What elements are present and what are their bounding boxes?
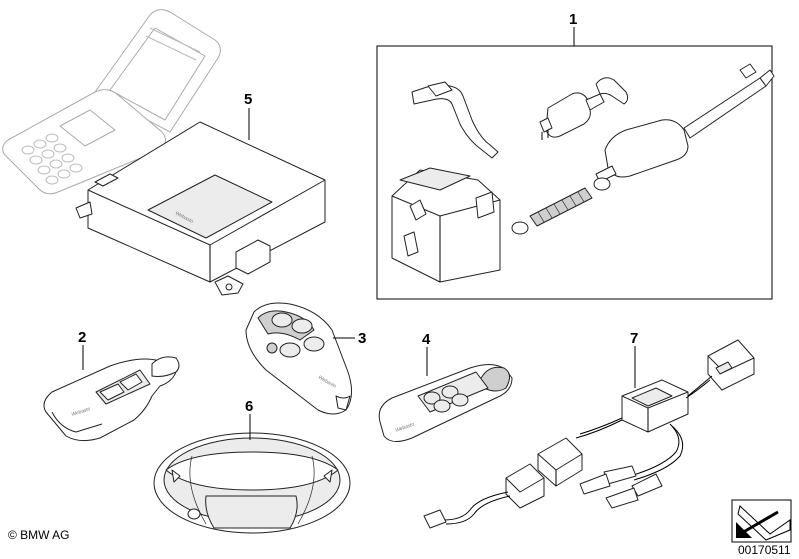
cable-harness-illustration xyxy=(423,339,755,529)
copyright-text: © BMW AG xyxy=(8,528,70,542)
remote-transmitter-3-illustration: Webasto xyxy=(245,302,352,415)
orientation-arrow-icon xyxy=(731,499,792,543)
brand-mark: Webasto xyxy=(71,406,92,418)
callout-7: 7 xyxy=(630,330,638,347)
callout-1: 1 xyxy=(569,11,577,28)
remote-transmitter-2-illustration: Webasto xyxy=(43,356,180,442)
callout-2: 2 xyxy=(78,329,86,346)
remote-transmitter-4-illustration: Webasto xyxy=(378,364,513,442)
callout-5: 5 xyxy=(244,91,252,108)
leader-lines xyxy=(82,27,636,440)
heater-kit-illustration xyxy=(391,63,775,283)
diagram-number: 00170511 xyxy=(738,543,791,557)
callout-4: 4 xyxy=(422,331,431,348)
mobile-phone-illustration xyxy=(2,9,221,195)
callout-6: 6 xyxy=(245,398,253,415)
oval-display-illustration xyxy=(153,432,351,534)
callout-3: 3 xyxy=(358,330,366,347)
control-unit-illustration: Webasto xyxy=(75,121,326,296)
